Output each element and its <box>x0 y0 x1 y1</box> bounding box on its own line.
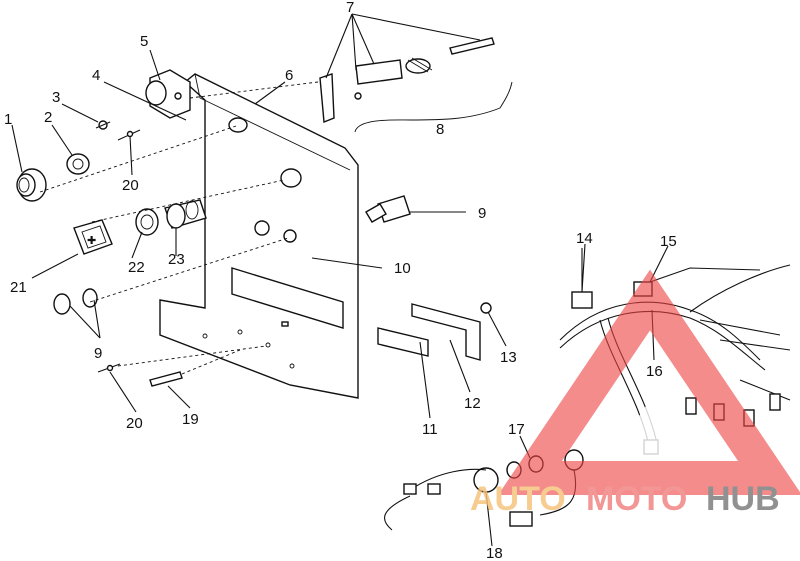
callout-23: 23 <box>168 251 185 268</box>
part-13-nut <box>480 302 492 314</box>
callout-4: 4 <box>92 67 100 84</box>
part-5-indicator-lamp <box>145 69 191 119</box>
callout-6: 6 <box>285 67 293 84</box>
part-19-bolt <box>149 371 183 387</box>
part-9-nut-washer-lower <box>53 288 98 315</box>
callout-16: 16 <box>646 363 663 380</box>
part-23-ignition-switch <box>164 199 207 229</box>
callout-21: 21 <box>10 279 27 296</box>
callout-12: 12 <box>464 395 481 412</box>
watermark-moto: MOTO <box>586 480 687 518</box>
leader-lines <box>11 13 669 547</box>
callout-7: 7 <box>346 0 354 16</box>
part-11-bracket-plate <box>377 327 429 357</box>
part-14-relay-connector <box>571 248 593 309</box>
watermark-auto: AUTO <box>470 480 566 518</box>
callout-labels: 1 2 3 4 5 6 7 8 9 9 10 11 12 13 14 15 16… <box>4 0 677 561</box>
watermark-triangle-logo <box>498 269 800 495</box>
callout-15: 15 <box>660 233 677 250</box>
callout-9-lower: 9 <box>94 345 102 362</box>
part-21-switch-cover: ✚ <box>73 219 113 255</box>
callout-14: 14 <box>576 230 593 247</box>
automotohub-watermark: AUTO MOTO HUB <box>470 269 800 518</box>
part-1-ring-nut <box>16 168 47 202</box>
part-20-cotter-pin-top <box>117 129 141 141</box>
plus-symbol-icon: ✚ <box>87 235 96 247</box>
part-20-cotter-pin-bottom <box>97 363 121 373</box>
callout-18: 18 <box>486 545 503 561</box>
callout-8: 8 <box>436 121 444 138</box>
watermark-hub: HUB <box>706 480 780 518</box>
callout-11: 11 <box>422 421 438 438</box>
part-22-bezel-nut <box>135 208 159 236</box>
callout-17: 17 <box>508 421 525 438</box>
callout-2: 2 <box>44 109 52 126</box>
callout-22: 22 <box>128 259 145 276</box>
part-12-mounting-bracket <box>411 303 481 361</box>
part-9-toggle-switch <box>365 195 411 223</box>
callout-20-top: 20 <box>122 177 139 194</box>
callout-9-toggle: 9 <box>478 205 486 222</box>
callout-1: 1 <box>4 111 12 128</box>
callout-3: 3 <box>52 89 60 106</box>
part-2-lock-washer <box>66 153 90 175</box>
callout-20-bottom: 20 <box>126 415 143 432</box>
callout-5: 5 <box>140 33 148 50</box>
callout-10: 10 <box>394 260 411 277</box>
callout-13: 13 <box>500 349 517 366</box>
part-3-screw <box>95 120 111 130</box>
part-7-latch-assembly <box>319 37 495 123</box>
callout-19: 19 <box>182 411 199 428</box>
dash-panel <box>159 73 359 399</box>
